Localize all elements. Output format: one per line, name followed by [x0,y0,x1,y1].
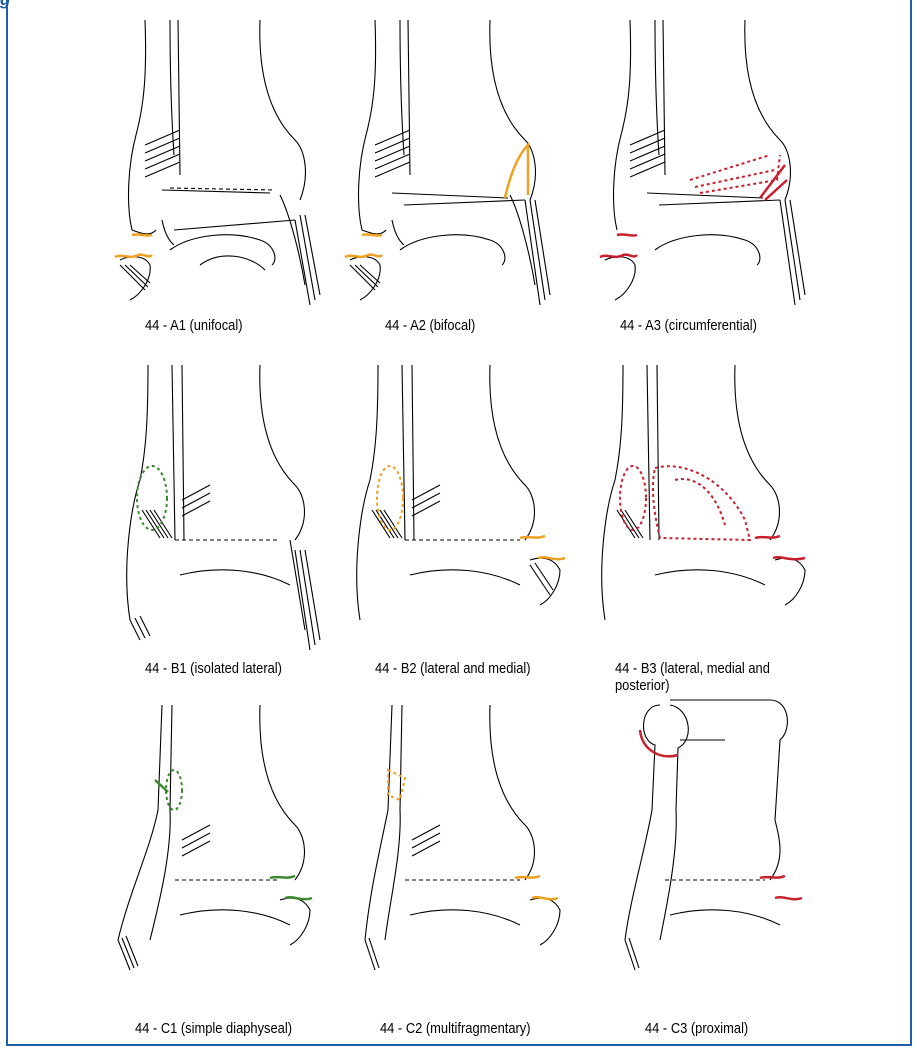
panel-c3: 44 - C3 (proximal) [610,700,900,1040]
panel-c2: 44 - C2 (multifragmentary) [360,700,650,1040]
panel-caption: 44 - A3 (circumferential) [620,317,757,334]
panel-c1: 44 - C1 (simple diaphyseal) [100,700,390,1040]
figure-header-text: g [0,0,920,9]
panel-caption: 44 - C2 (multifragmentary) [380,1020,531,1037]
panel-caption: 44 - A1 (unifocal) [145,317,243,334]
ankle-bone-illustration-icon [605,360,895,700]
ankle-bone-illustration-icon [610,700,900,1040]
ankle-bone-illustration-icon [585,15,875,355]
panel-b3: 44 - B3 (lateral, medial and posterior) [605,360,895,700]
ankle-bone-illustration-icon [330,15,620,355]
ankle-bone-illustration-icon [360,700,650,1040]
panel-a3: 44 - A3 (circumferential) [585,15,875,355]
panel-caption: 44 - B3 (lateral, medial and posterior) [615,660,796,694]
panel-caption: 44 - A2 (bifocal) [385,317,475,334]
ankle-bone-illustration-icon [100,360,390,700]
panel-caption: 44 - B1 (isolated lateral) [145,660,282,677]
ankle-bone-illustration-icon [100,700,390,1040]
panel-b1: 44 - B1 (isolated lateral) [100,360,390,700]
panel-a2: 44 - A2 (bifocal) [330,15,620,355]
panel-caption: 44 - C3 (proximal) [645,1020,748,1037]
panel-caption: 44 - B2 (lateral and medial) [375,660,531,677]
panel-caption: 44 - C1 (simple diaphyseal) [135,1020,292,1037]
